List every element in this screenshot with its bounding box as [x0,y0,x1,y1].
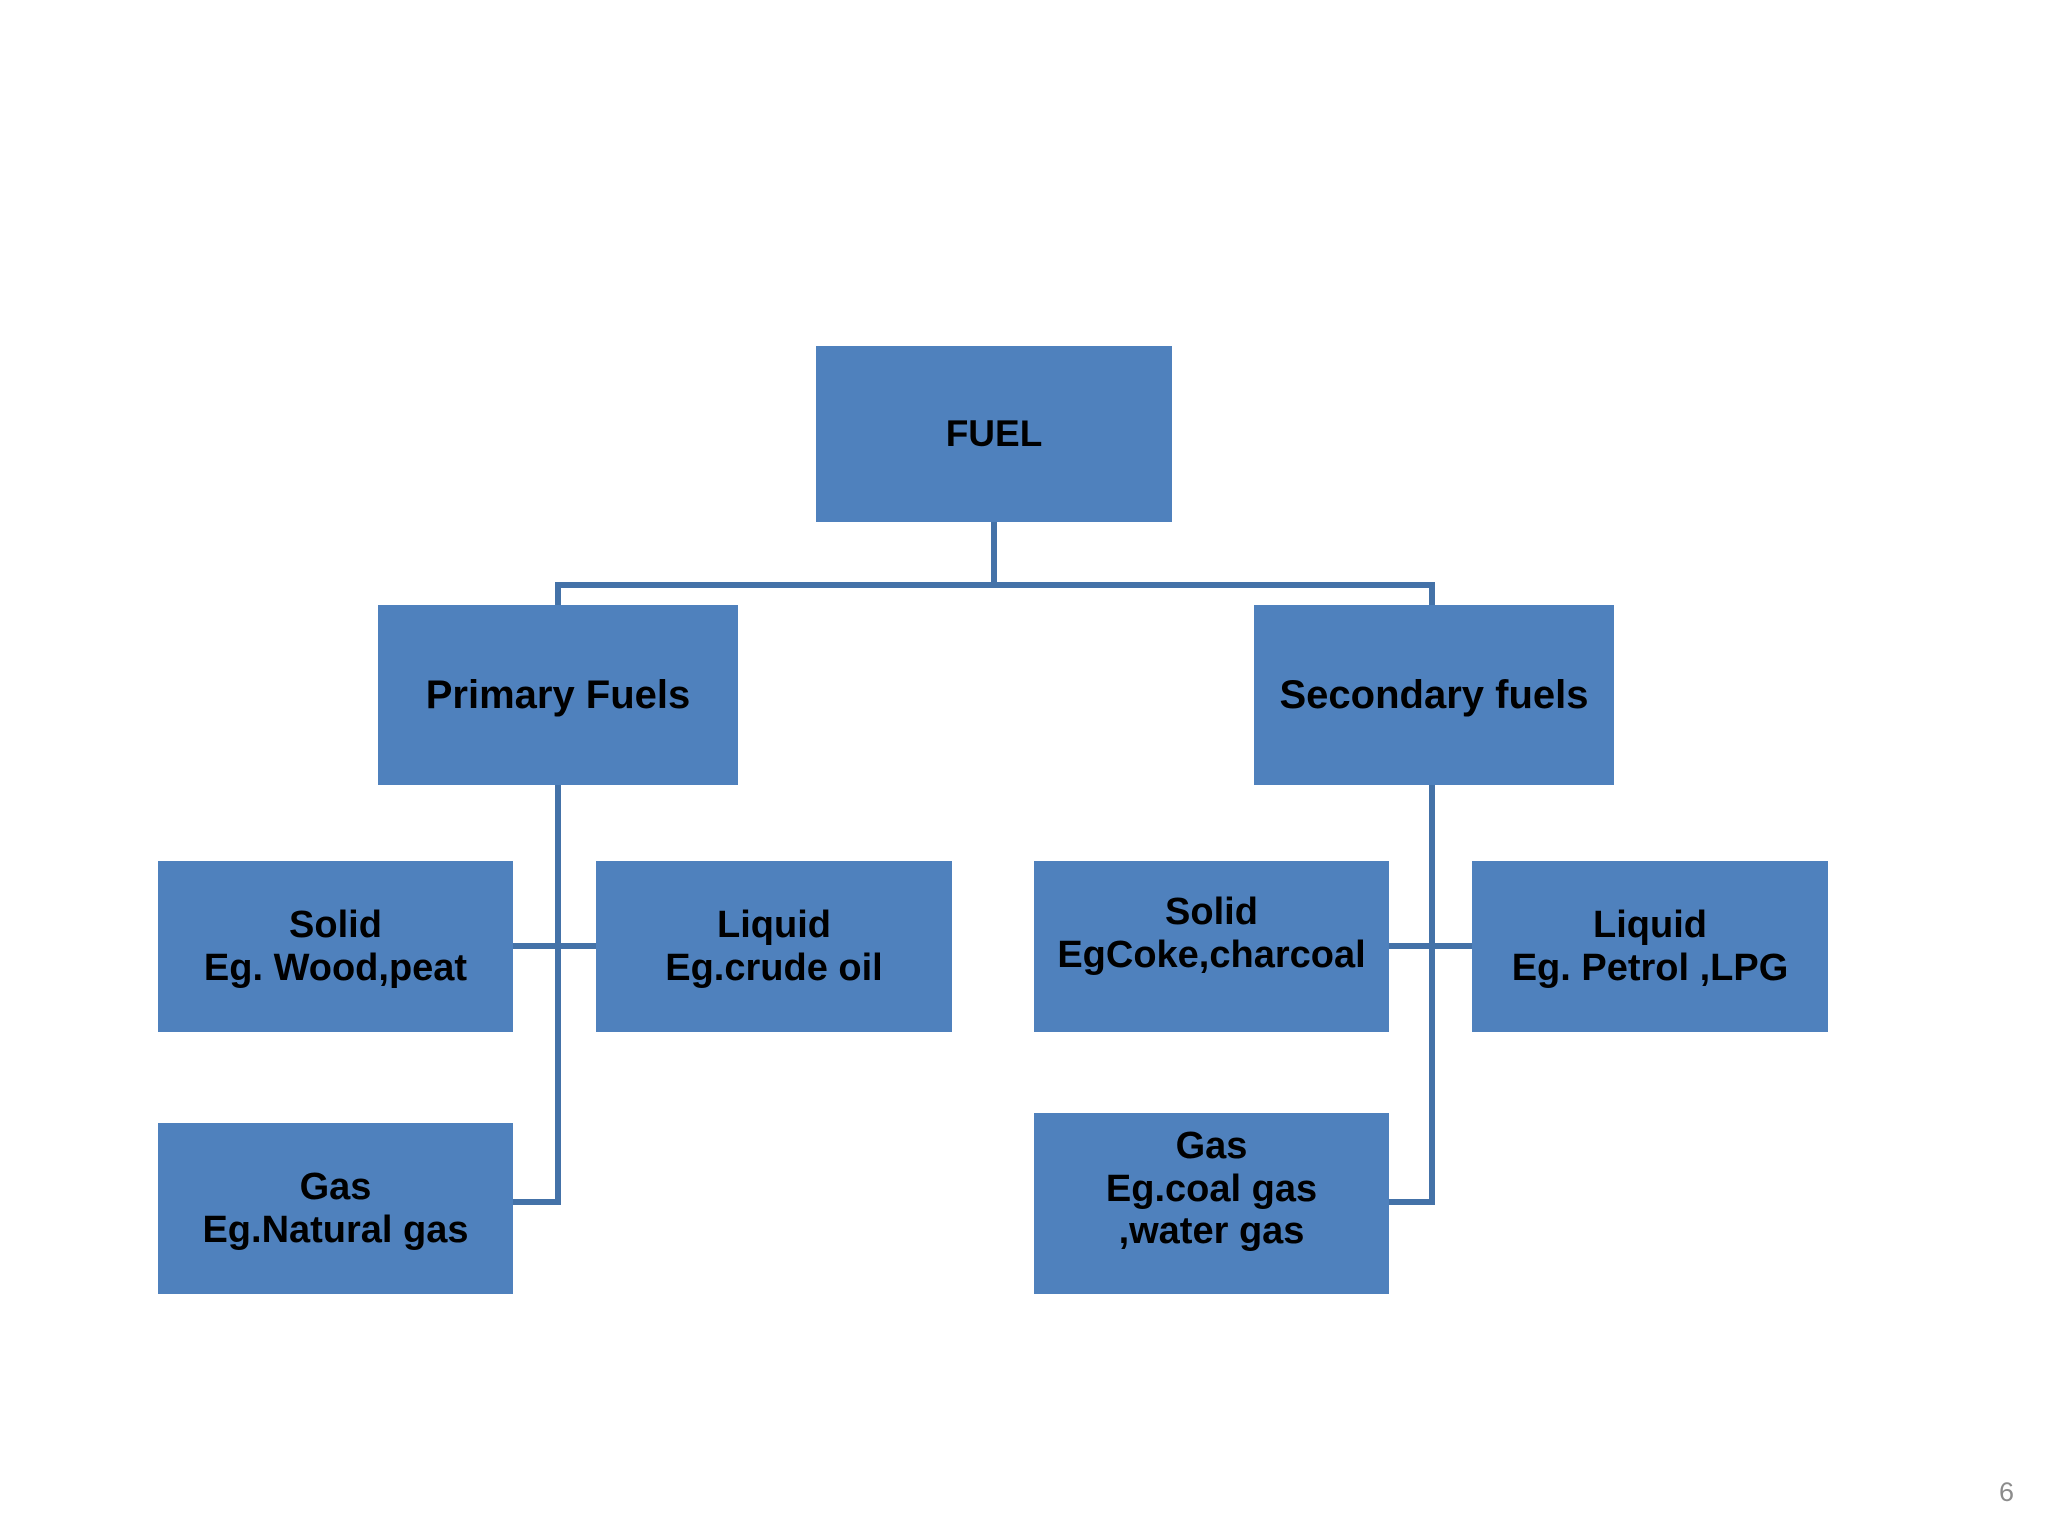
connector-to-primary [555,582,561,609]
connector-secondary-to-liquid [1429,943,1475,949]
node-secondary-fuels-label: Secondary fuels [1279,672,1589,717]
node-primary-gas[interactable]: Gas Eg.Natural gas [158,1123,513,1294]
connector-secondary-spine [1429,785,1435,1205]
node-secondary-solid[interactable]: Solid EgCoke,charcoal [1034,861,1389,1032]
connector-secondary-to-solid [1389,943,1435,949]
node-secondary-gas-label: Gas Eg.coal gas ,water gas [1105,1125,1318,1253]
connector-primary-to-gas [513,1199,561,1205]
connector-level1-bar [555,582,1435,588]
connector-secondary-to-gas [1389,1199,1435,1205]
node-secondary-solid-label: Solid EgCoke,charcoal [1057,891,1366,976]
node-secondary-liquid-label: Liquid Eg. Petrol ,LPG [1511,903,1789,989]
node-fuel[interactable]: FUEL [816,346,1172,522]
page-number: 6 [1998,1477,2014,1507]
connector-primary-to-liquid [555,943,599,949]
node-primary-solid[interactable]: Solid Eg. Wood,peat [158,861,513,1032]
connector-primary-spine [555,785,561,1205]
node-primary-fuels-label: Primary Fuels [425,672,691,717]
node-primary-liquid[interactable]: Liquid Eg.crude oil [596,861,952,1032]
connector-fuel-stem [991,522,997,588]
connector-to-secondary [1429,582,1435,609]
connector-primary-to-solid [513,943,558,949]
node-primary-gas-label: Gas Eg.Natural gas [202,1165,469,1251]
node-secondary-liquid[interactable]: Liquid Eg. Petrol ,LPG [1472,861,1828,1032]
node-secondary-fuels[interactable]: Secondary fuels [1254,605,1614,785]
node-primary-solid-label: Solid Eg. Wood,peat [203,903,468,989]
node-fuel-label: FUEL [945,413,1043,455]
node-secondary-gas[interactable]: Gas Eg.coal gas ,water gas [1034,1113,1389,1294]
node-primary-liquid-label: Liquid Eg.crude oil [665,903,883,989]
node-primary-fuels[interactable]: Primary Fuels [378,605,738,785]
